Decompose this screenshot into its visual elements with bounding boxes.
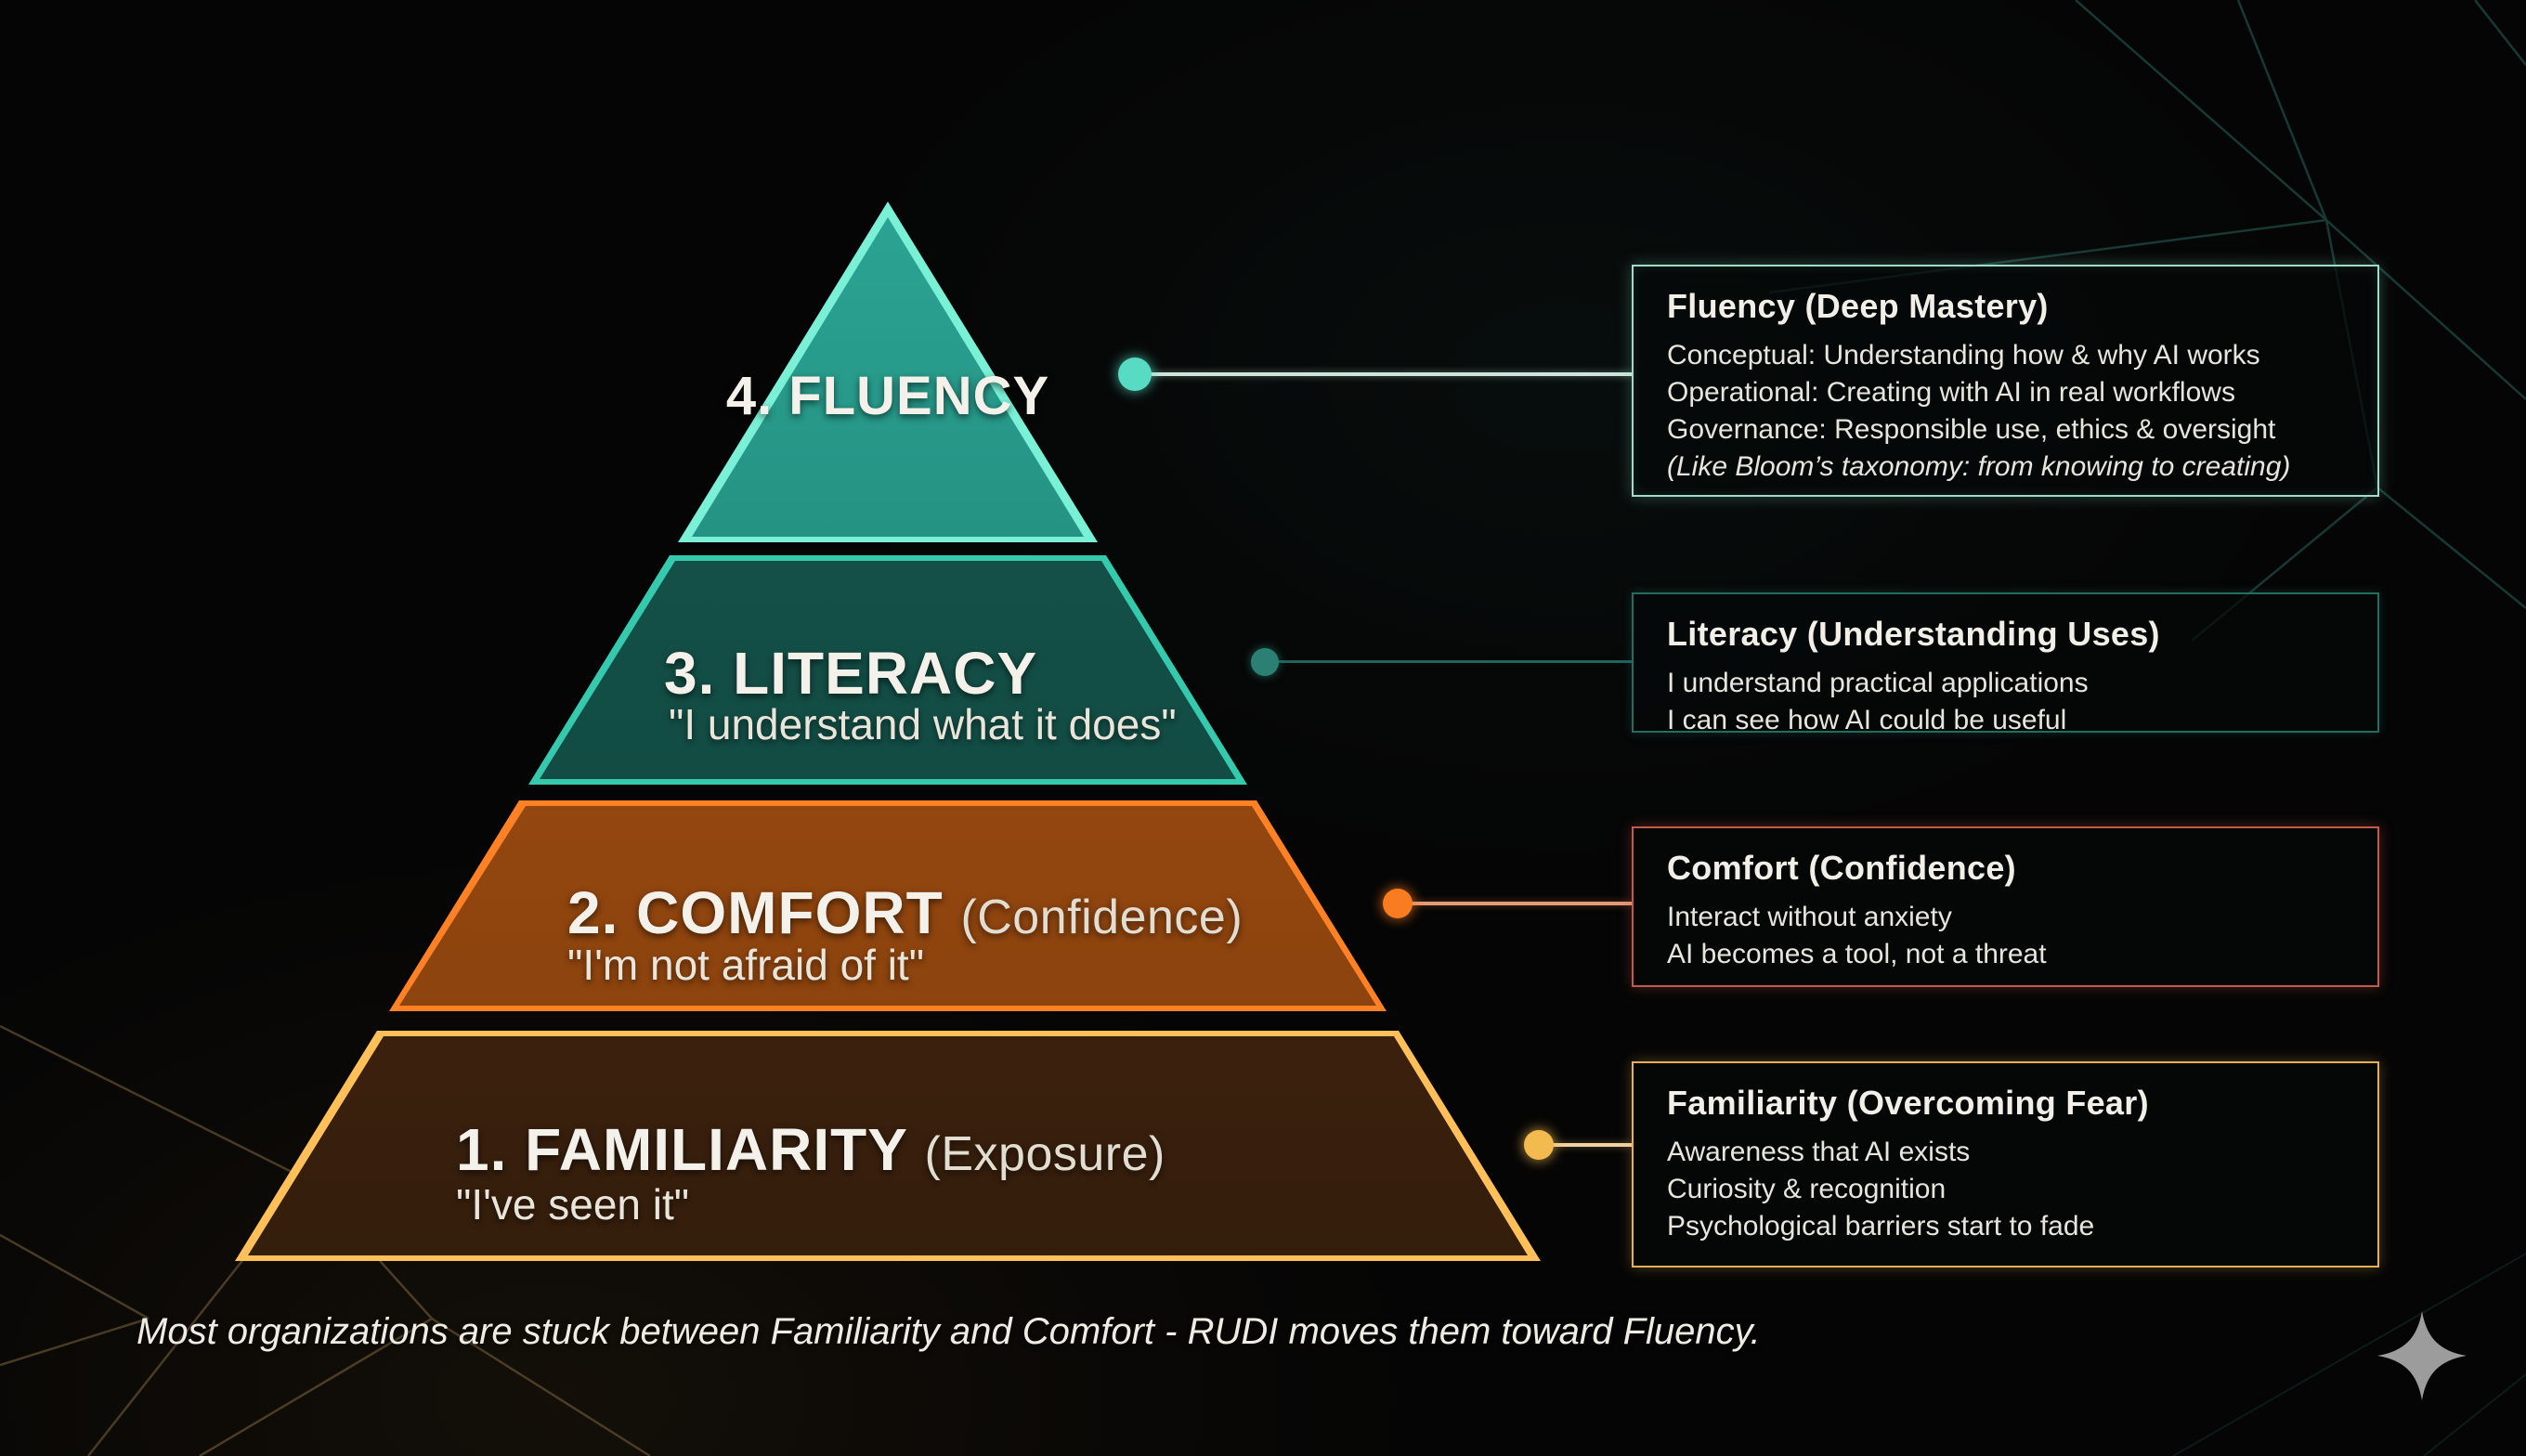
level-label-comfort: 2. COMFORT (Confidence) xyxy=(567,878,1243,947)
callout-comfort-line: AI becomes a tool, not a threat xyxy=(1667,939,2047,969)
connector-fluency-line xyxy=(1147,372,1634,376)
level-label-literacy: 3. LITERACY xyxy=(664,640,1038,707)
callout-literacy-title: Literacy (Understanding Uses) xyxy=(1667,615,2160,653)
callout-fluency: Fluency (Deep Mastery) Conceptual: Under… xyxy=(1632,265,2379,497)
callout-familiarity-line: Awareness that AI exists xyxy=(1667,1137,1971,1167)
level-qualifier-comfort: (Confidence) xyxy=(960,890,1243,944)
connector-fluency-dot xyxy=(1118,358,1152,391)
connector-familiarity-line xyxy=(1551,1143,1634,1147)
level-qualifier-familiarity: (Exposure) xyxy=(924,1127,1165,1181)
callout-fluency-line: Governance: Responsible use, ethics & ov… xyxy=(1667,414,2276,445)
callout-fluency-title: Fluency (Deep Mastery) xyxy=(1667,287,2049,325)
connector-comfort-dot xyxy=(1383,889,1413,918)
connector-comfort-line xyxy=(1410,902,1634,905)
callout-familiarity-title: Familiarity (Overcoming Fear) xyxy=(1667,1084,2149,1122)
callout-comfort: Comfort (Confidence) Interact without an… xyxy=(1632,826,2379,987)
level-label-fluency: 4. FLUENCY xyxy=(725,366,1050,426)
callout-comfort-title: Comfort (Confidence) xyxy=(1667,849,2016,887)
sparkle-icon xyxy=(2377,1311,2467,1400)
callout-comfort-line: Interact without anxiety xyxy=(1667,902,1952,932)
connector-literacy-line xyxy=(1277,660,1634,663)
callout-familiarity-line: Curiosity & recognition xyxy=(1667,1174,1947,1204)
level-quote-literacy: "I understand what it does" xyxy=(669,700,1177,748)
level-label-familiarity-text: 1. FAMILIARITY xyxy=(456,1116,907,1183)
callout-literacy: Literacy (Understanding Uses) I understa… xyxy=(1632,592,2379,735)
callout-fluency-note: (Like Bloom’s taxonomy: from knowing to … xyxy=(1667,451,2291,482)
footer-note: Most organizations are stuck between Fam… xyxy=(137,1311,1761,1352)
level-quote-comfort: "I'm not afraid of it" xyxy=(567,941,925,989)
callout-fluency-line: Conceptual: Understanding how & why AI w… xyxy=(1667,340,2260,370)
callout-fluency-line: Operational: Creating with AI in real wo… xyxy=(1667,377,2235,408)
callout-literacy-line: I understand practical applications xyxy=(1667,668,2089,698)
callout-familiarity: Familiarity (Overcoming Fear) Awareness … xyxy=(1632,1061,2379,1268)
level-label-comfort-text: 2. COMFORT xyxy=(567,879,944,946)
level-label-familiarity: 1. FAMILIARITY (Exposure) xyxy=(456,1115,1165,1184)
callout-familiarity-line: Psychological barriers start to fade xyxy=(1667,1211,2095,1242)
connector-familiarity-dot xyxy=(1524,1130,1554,1160)
level-quote-familiarity: "I've seen it" xyxy=(456,1180,690,1228)
connector-literacy-dot xyxy=(1251,648,1279,676)
callout-literacy-line: I can see how AI could be useful xyxy=(1667,705,2067,735)
